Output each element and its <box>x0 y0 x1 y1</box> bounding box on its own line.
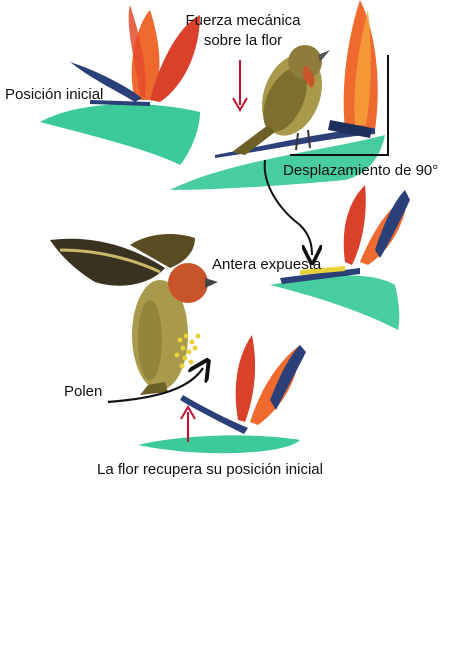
petal-red-mid <box>343 185 366 265</box>
leaf-spathe-bottom <box>138 435 300 454</box>
bird-throat <box>302 65 315 88</box>
force-arrow <box>232 60 248 112</box>
bird-body-shade <box>138 300 162 380</box>
petal-red-2 <box>128 5 146 98</box>
curved-arrow-to-anther <box>263 159 312 255</box>
pollen-arrow <box>107 368 203 404</box>
petal-orange-inner <box>354 10 371 125</box>
right-angle-bracket <box>290 55 389 156</box>
leaf-spathe-mid <box>270 275 400 330</box>
sepal-blue-right <box>215 128 375 158</box>
leaf-spathe <box>40 103 200 165</box>
force-label-line1: Fuerza mecánica <box>185 12 301 29</box>
sepal-blue <box>70 62 142 102</box>
bird-flying <box>50 234 218 395</box>
anther-exposed-label: Antera expuesta <box>212 256 322 273</box>
bird-wing-right <box>130 234 195 268</box>
flower-initial-position <box>40 5 200 165</box>
recovery-label: La flor recupera su posición inicial <box>97 461 323 478</box>
bird-tail <box>232 125 275 155</box>
leaf-spathe-right <box>170 135 385 190</box>
recovery-arrow <box>180 405 196 442</box>
beak-stem <box>90 100 150 106</box>
sepal-blue-mid <box>375 190 410 258</box>
pollen-label: Polen <box>64 383 103 400</box>
petal-red-bottom <box>235 335 256 422</box>
pollen-dots <box>174 333 201 369</box>
bird-tail-flying <box>140 382 168 395</box>
beak-stem-bottom <box>180 395 248 434</box>
anther <box>300 266 345 275</box>
bird-head <box>288 45 322 79</box>
petal-red <box>150 15 200 102</box>
sepal-blue-bottom <box>270 345 306 410</box>
bird-perched <box>232 45 330 155</box>
displacement-label: Desplazamiento de 90° <box>283 162 439 179</box>
bird-beak-flying <box>205 278 218 288</box>
initial-position-label: Posición inicial <box>5 86 104 103</box>
flower-anther-exposed <box>270 185 410 330</box>
beak-stem-mid <box>280 268 360 284</box>
bird-beak <box>318 50 330 62</box>
flower-displaced <box>170 0 389 190</box>
bird-head-flying <box>168 263 208 303</box>
force-label-line2: sobre la flor <box>203 32 283 49</box>
bird-wing-left-feathers <box>59 248 161 274</box>
sepal-blue-tip <box>328 120 372 138</box>
bird-legs <box>295 129 311 151</box>
flower-recovered <box>138 335 306 454</box>
bird-wing <box>263 68 307 132</box>
